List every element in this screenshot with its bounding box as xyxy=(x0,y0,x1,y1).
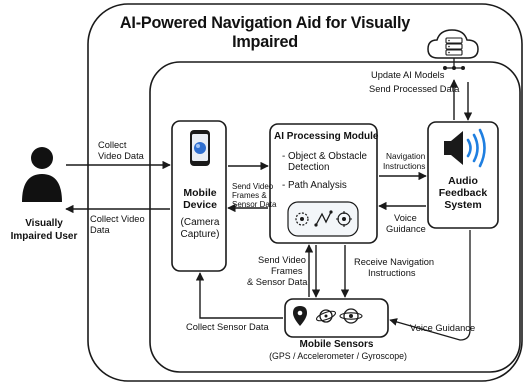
gyroscope-icon xyxy=(339,308,363,324)
mobile-sensors-box xyxy=(284,298,389,338)
audio-feedback-box xyxy=(427,121,499,229)
ai-vision-icon xyxy=(295,212,309,226)
label-nav-instr-2: Instructions xyxy=(383,161,426,171)
label-receive-nav-1: Receive Navigation xyxy=(354,257,435,267)
outer-frame xyxy=(87,3,523,382)
diagram-title: AI-Powered Navigation Aid for Visually I… xyxy=(119,14,411,51)
audio-line3: System xyxy=(444,199,482,211)
phone-icon xyxy=(190,130,210,166)
label-voice-guidance-2: Guidance xyxy=(386,224,426,234)
device-line3: (Camera xyxy=(180,217,220,228)
ai-route-icon xyxy=(314,210,333,227)
mobile-device-box xyxy=(171,120,227,272)
ai-icon-panel xyxy=(287,201,359,237)
label-nav-instr-1: Navigation xyxy=(386,151,426,161)
label-send-processed: Send Processed Data xyxy=(369,84,460,94)
arrow-voice-guidance-bottom xyxy=(389,230,471,341)
label-collect-video-2: Video Data xyxy=(98,151,144,161)
speaker-icon xyxy=(444,128,486,168)
device-line4: Capture) xyxy=(180,229,220,240)
label-send-frames-down-1: Send Video xyxy=(258,255,306,265)
audio-line1: Audio xyxy=(448,175,478,187)
label-voice-guidance-bottom: Voice Guidance xyxy=(410,323,476,333)
label-collect-sensor: Collect Sensor Data xyxy=(186,322,269,332)
label-receive-nav-2: Instructions xyxy=(368,268,416,278)
label-update-models: Update AI Models xyxy=(371,70,445,80)
user-label-line2: Impaired User xyxy=(10,231,78,242)
connector-arrows xyxy=(65,79,473,341)
location-pin-icon xyxy=(293,306,307,326)
inner-frame xyxy=(149,61,521,373)
ai-target-icon xyxy=(336,211,352,227)
user-label-line1: Visually xyxy=(25,218,63,229)
label-collect-video-1: Collect xyxy=(98,140,127,150)
ai-bullet2: - Path Analysis xyxy=(282,180,347,191)
audio-line2: Feedback xyxy=(438,187,488,199)
label-send-frames-down-3: & Sensor Data xyxy=(247,277,308,287)
device-line2: Device xyxy=(183,199,217,211)
ai-module-box xyxy=(269,123,378,244)
arrow-collect-sensor xyxy=(195,272,283,319)
ai-bullet1-b: Detection xyxy=(288,162,330,173)
ai-module-title: AI Processing Module xyxy=(274,131,379,142)
label-send-frames-2: Frames & xyxy=(232,191,267,200)
label-voice-guidance-1: Voice xyxy=(394,213,417,223)
label-send-frames-3: Sensor Data xyxy=(232,200,277,209)
sensors-title: Mobile Sensors xyxy=(299,339,374,350)
label-send-frames-down-2: Frames xyxy=(271,266,303,276)
ai-bullet1-a: - Object & Obstacle xyxy=(282,151,367,162)
sensors-subtitle: (GPS / Accelerometer / Gyroscope) xyxy=(269,351,407,361)
label-collect-video-back-1: Collect Video xyxy=(90,214,145,224)
device-line1: Mobile xyxy=(183,187,217,199)
label-collect-video-back-2: Data xyxy=(90,225,110,235)
accelerometer-icon xyxy=(315,309,337,323)
label-send-frames-1: Send Video xyxy=(232,182,274,191)
cloud-server-icon xyxy=(427,29,479,70)
person-icon xyxy=(22,147,62,202)
